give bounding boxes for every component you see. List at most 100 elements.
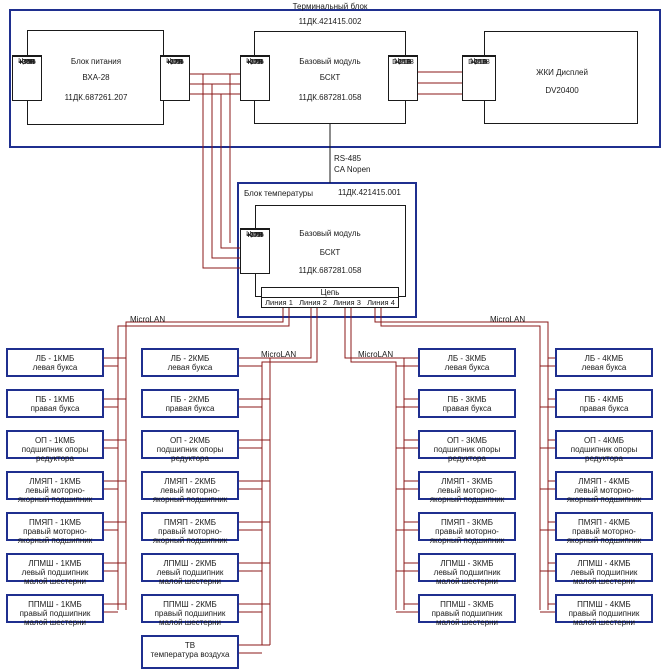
port-cell: Цепь [18,56,36,65]
sensor-description: малой шестерни [435,577,499,586]
microlan-label-1: MicroLAN [130,315,166,324]
base-top-right-port-table: Цепь +11В -15В D0-D8 [388,55,418,101]
display-wires [416,71,462,95]
sensor-description: малой шестерни [158,577,222,586]
sensor-description: правый подшипник [431,609,503,618]
line-label-3: Линия 3 [333,298,361,307]
port-cell: Цепь [470,56,488,65]
sensor-name: ОП - 1КМБ [34,436,76,445]
psu-right-port-table: Цепь +12В -12В КРП [160,55,190,101]
lcd-title: ЖКИ Дисплей [536,68,588,77]
sensor-description: якорный подшипник [429,536,505,545]
microlan-label-3: MicroLAN [358,350,394,359]
sensor-description: левый подшипник [21,568,89,577]
lcd-model: DV20400 [545,86,579,95]
sensor-name: ЛБ - 1КМБ [35,354,75,363]
sensor-description: якорный подшипник [566,495,642,504]
terminal-code: 11ДК.421415.002 [298,17,362,26]
sensor-description: левая букса [581,363,627,372]
sensor-name: ПБ - 1КМБ [35,395,75,404]
sensor-description: редуктора [36,454,74,463]
sensor-name: ЛПМШ - 3КМБ [440,559,494,568]
base-module-top [254,31,406,124]
sensor-name: ОП - 3КМБ [446,436,488,445]
line-label-2: Линия 2 [299,298,327,307]
sensor-description: левый подшипник [570,568,638,577]
port-cell: -30В [13,56,41,67]
psu-title: Блок питания [70,57,122,66]
sensor-name: ПМЯП - 1КМБ [28,518,82,527]
sensor-description: левая букса [32,363,78,372]
sensor-description: малой шестерни [23,577,87,586]
sensor-description: правый моторно- [158,527,222,536]
sensor-description: правый моторно- [435,527,499,536]
sensor-description: подшипник опоры [156,445,224,454]
sensor-description: температура воздуха [150,650,230,659]
sensor-description: правый подшипник [19,609,91,618]
sensor-name: ЛБ - 4КМБ [584,354,624,363]
sensor-name: ППМШ - 3КМБ [440,600,494,609]
sensor-description: правый моторно- [572,527,636,536]
lcd-display-block [484,31,638,124]
port-cell: D0-D8 [463,56,495,67]
sensor-description: редуктора [585,454,623,463]
sensor-name: ЛМЯП - 2КМБ [164,477,216,486]
microlan-label-4: MicroLAN [490,315,526,324]
base-bottom-model: БСКТ [319,248,341,257]
lines-divider [262,297,398,298]
port-cell: Цепь [166,56,184,65]
sensor-name: ЛПМШ - 4КМБ [577,559,631,568]
power-wires-top [190,73,240,269]
bus-label-canopen: CA Nopen [334,165,371,174]
base-bottom-left-port-table: Цепь +12В -12В КРП [240,228,270,274]
sensor-description: правая букса [30,404,80,413]
sensor-name: ОП - 4КМБ [583,436,625,445]
base-top-title: Базовый модуль [299,57,361,66]
sensor-taps [104,357,555,654]
sensor-description: правая букса [165,404,215,413]
sensor-name: ПБ - 3КМБ [447,395,487,404]
power-supply-block [27,30,164,125]
sensor-description: левый подшипник [433,568,501,577]
sensor-description: левый моторно- [574,486,634,495]
base-top-left-port-table: Цепь +12В -12В КРП [240,55,270,101]
port-cell: Цепь [246,229,264,238]
sensor-description: правый подшипник [154,609,226,618]
sensor-description: правая букса [442,404,492,413]
port-cell: КРП [241,56,269,67]
sensor-name: ППМШ - 2КМБ [163,600,217,609]
terminal-block-frame [9,9,661,148]
sensor-name: ПМЯП - 4КМБ [577,518,631,527]
sensor-name: ЛБ - 2КМБ [170,354,210,363]
sensor-name: ППМШ - 1КМБ [28,600,82,609]
lines-table: Цепь Линия 1 Линия 2 Линия 3 Линия 4 [261,287,399,308]
sensor-description: левый подшипник [156,568,224,577]
base-bottom-title: Базовый модуль [299,229,361,238]
sensor-description: малой шестерни [158,618,222,627]
sensor-description: малой шестерни [23,618,87,627]
microlan-label-2: MicroLAN [261,350,297,359]
microlan-buses [117,308,549,645]
line-label-4: Линия 4 [367,298,395,307]
